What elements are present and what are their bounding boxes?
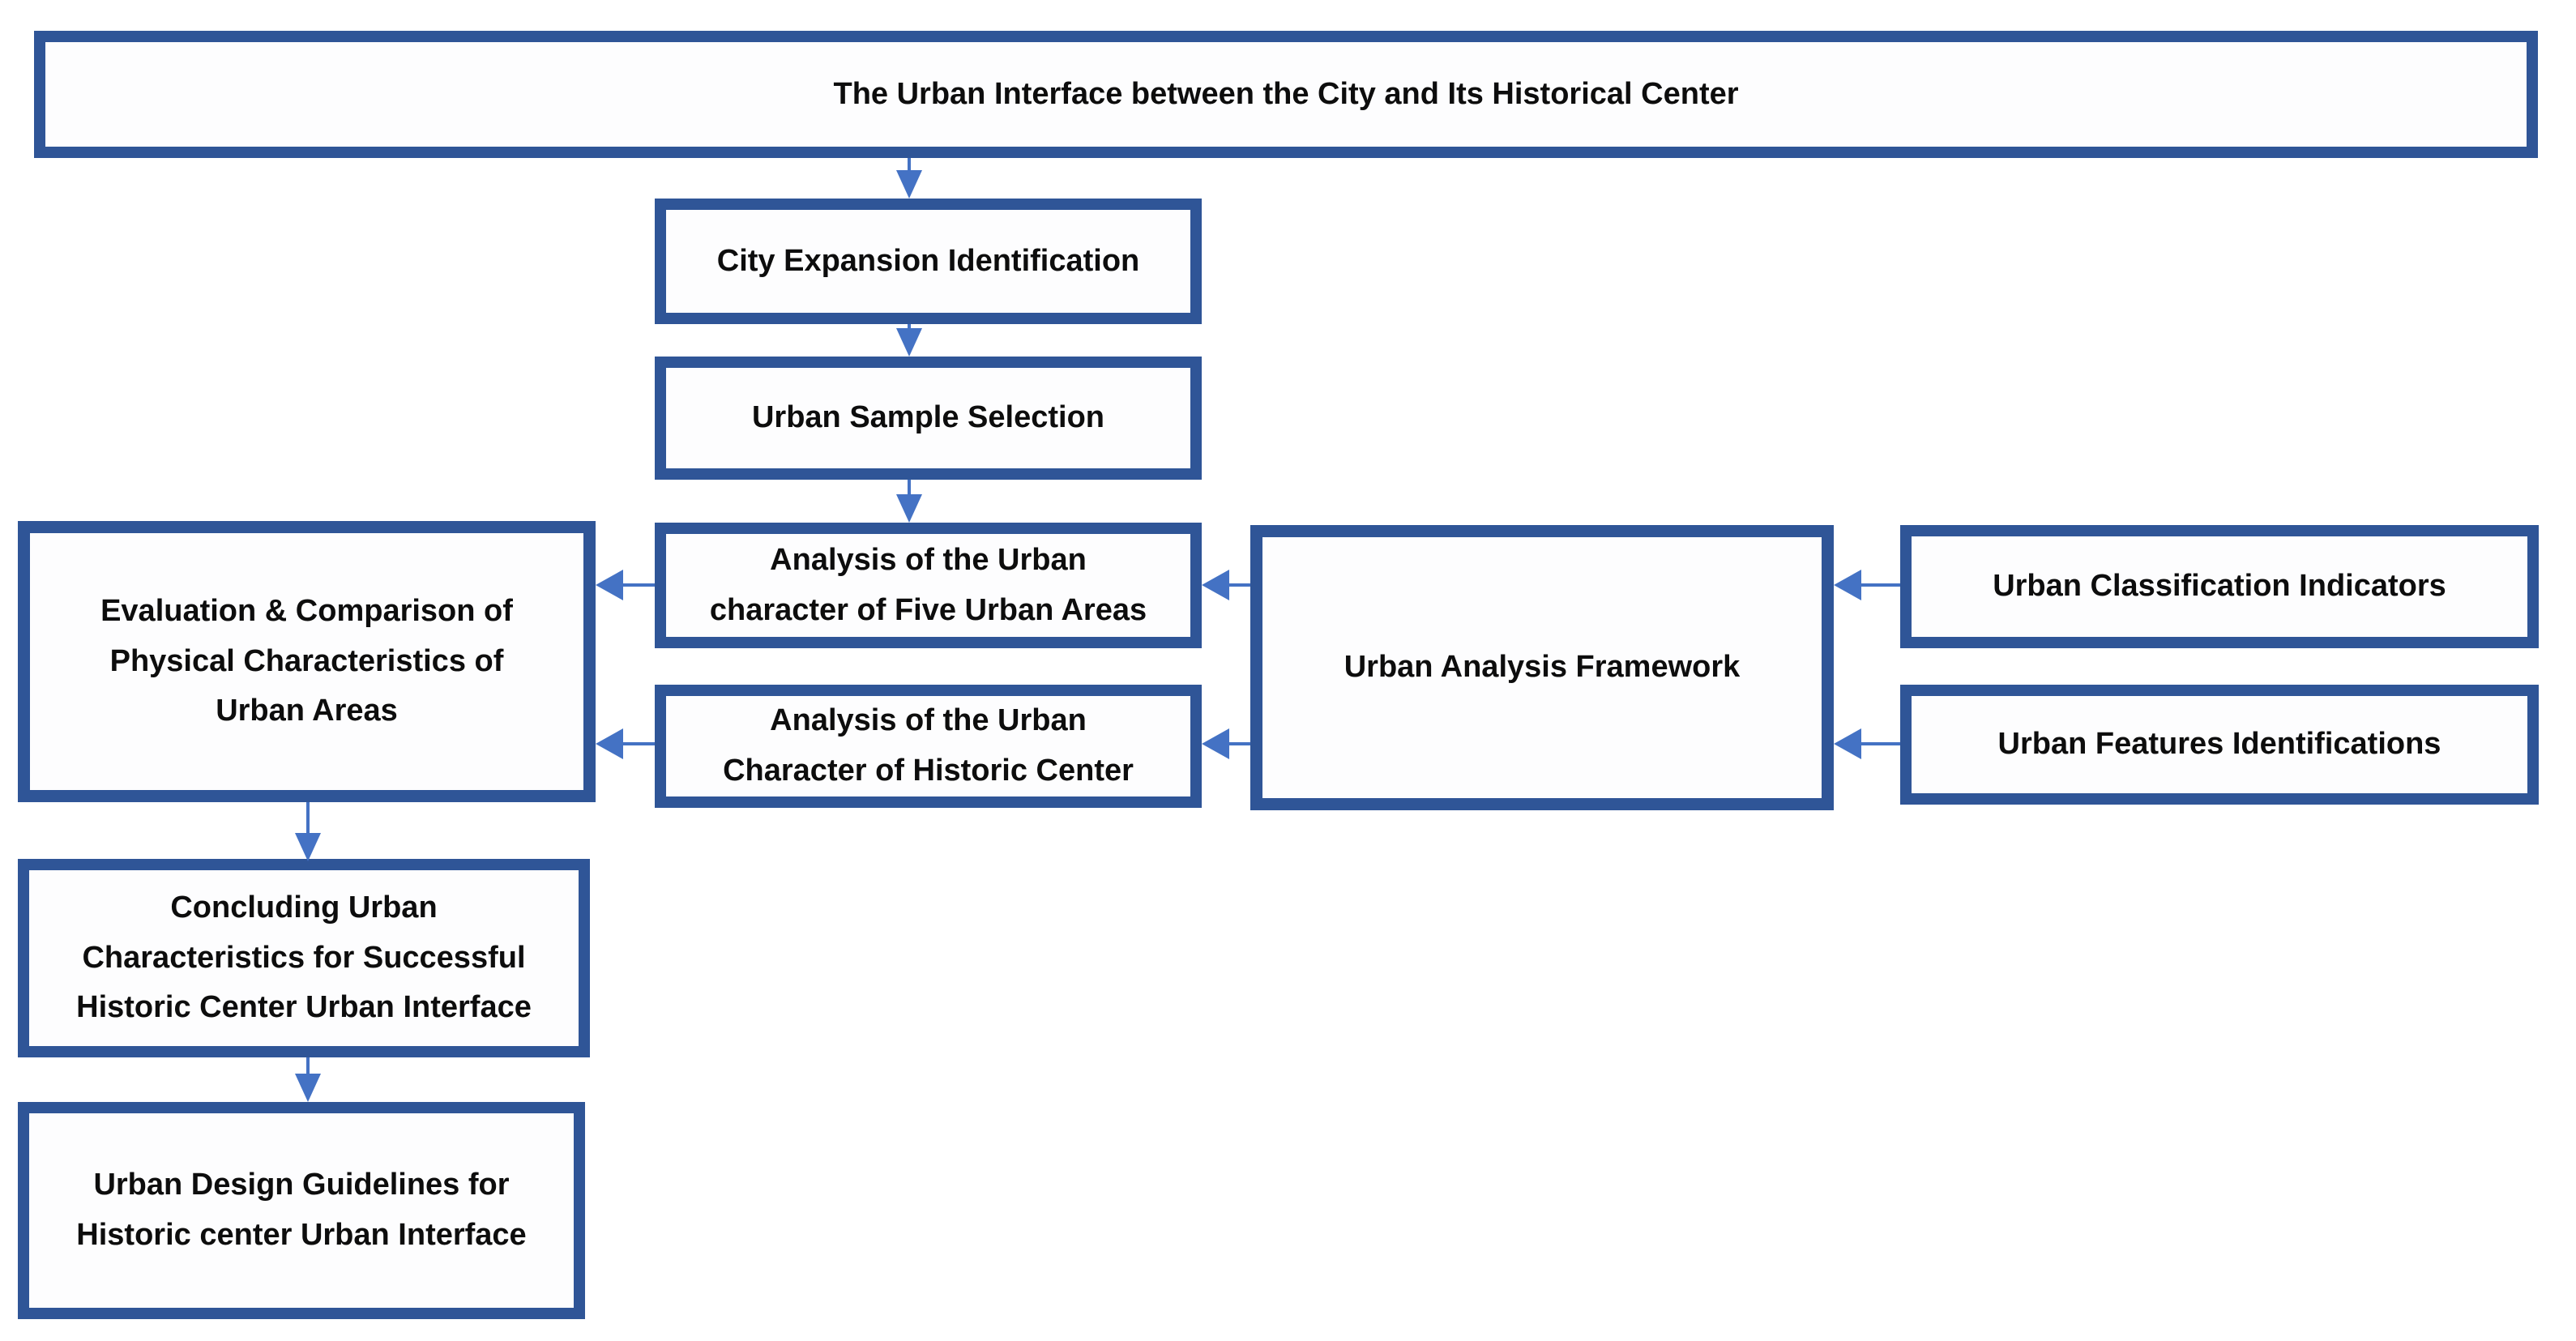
arrow-analysis-five-to-evaluation: [596, 570, 655, 600]
arrow-left-head-icon: [1202, 728, 1229, 759]
node-evaluation-comparison: Evaluation & Comparison of Physical Char…: [18, 521, 596, 802]
arrow-stem: [306, 802, 310, 836]
arrow-features-to-framework: [1834, 728, 1900, 759]
node-analysis-five-areas: Analysis of the Urban character of Five …: [655, 523, 1202, 648]
arrow-stem: [618, 742, 655, 745]
arrow-left-head-icon: [1834, 728, 1861, 759]
node-concluding-characteristics: Concluding Urban Characteristics for Suc…: [18, 859, 590, 1057]
node-title: The Urban Interface between the City and…: [34, 31, 2538, 158]
arrow-framework-to-analysis-five: [1202, 570, 1250, 600]
node-framework-label: Urban Analysis Framework: [1344, 650, 1741, 685]
node-classification-indicators: Urban Classification Indicators: [1900, 525, 2539, 648]
node-design-guidelines-label: Urban Design Guidelines for Historic cen…: [76, 1168, 527, 1252]
arrow-stem: [618, 583, 655, 587]
arrow-stem: [1856, 583, 1900, 587]
arrow-concluding-to-guidelines: [295, 1057, 321, 1102]
node-analysis-historic-center-label: Analysis of the Urban Character of Histo…: [723, 703, 1134, 788]
arrow-stem: [1856, 742, 1900, 745]
arrow-stem: [1224, 583, 1250, 587]
arrow-stem: [306, 1057, 310, 1077]
node-city-expansion-label: City Expansion Identification: [716, 243, 1140, 278]
arrow-down-head-icon: [896, 328, 922, 357]
arrow-left-head-icon: [596, 728, 623, 759]
arrow-stem: [908, 324, 911, 331]
arrow-down-head-icon: [295, 1074, 321, 1102]
arrow-left-head-icon: [1834, 570, 1861, 600]
node-urban-sample: Urban Sample Selection: [655, 357, 1202, 480]
node-features-identifications-label: Urban Features Identifications: [1997, 727, 2441, 762]
arrow-stem: [1224, 742, 1250, 745]
node-framework: Urban Analysis Framework: [1250, 525, 1834, 810]
node-urban-sample-label: Urban Sample Selection: [751, 400, 1104, 435]
arrow-city-expansion-to-urban-sample: [896, 324, 922, 357]
arrow-stem: [908, 158, 911, 173]
arrow-down-head-icon: [896, 494, 922, 523]
node-analysis-five-areas-label: Analysis of the Urban character of Five …: [709, 542, 1147, 627]
arrow-evaluation-to-concluding: [295, 802, 321, 861]
arrow-framework-to-analysis-historic: [1202, 728, 1250, 759]
node-concluding-characteristics-label: Concluding Urban Characteristics for Suc…: [76, 890, 532, 1025]
node-analysis-historic-center: Analysis of the Urban Character of Histo…: [655, 685, 1202, 808]
node-features-identifications: Urban Features Identifications: [1900, 685, 2539, 805]
arrow-title-to-city-expansion: [896, 158, 922, 199]
node-city-expansion: City Expansion Identification: [655, 199, 1202, 324]
arrow-down-head-icon: [896, 170, 922, 199]
arrow-down-head-icon: [295, 833, 321, 861]
node-title-label: The Urban Interface between the City and…: [833, 76, 1739, 111]
arrow-analysis-historic-to-evaluation: [596, 728, 655, 759]
arrow-left-head-icon: [1202, 570, 1229, 600]
arrow-urban-sample-to-analysis-five: [896, 480, 922, 523]
node-classification-indicators-label: Urban Classification Indicators: [1993, 569, 2446, 604]
node-design-guidelines: Urban Design Guidelines for Historic cen…: [18, 1102, 585, 1319]
arrow-left-head-icon: [596, 570, 623, 600]
arrow-stem: [908, 480, 911, 498]
node-evaluation-comparison-label: Evaluation & Comparison of Physical Char…: [100, 594, 513, 728]
arrow-classification-to-framework: [1834, 570, 1900, 600]
